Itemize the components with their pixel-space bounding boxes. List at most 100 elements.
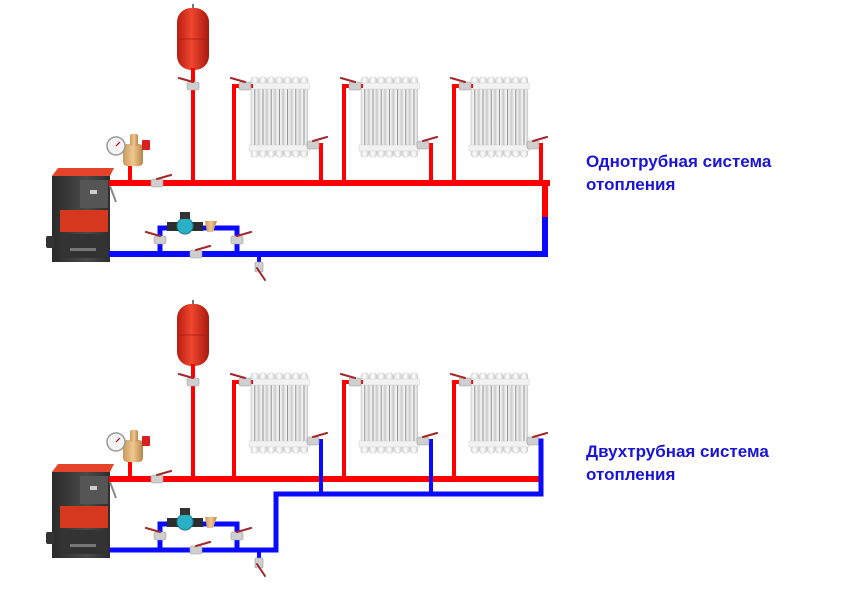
valve-handle [155, 469, 173, 477]
valve-body [189, 545, 203, 555]
expansion-tank-icon [177, 300, 209, 366]
radiator-top-manifold [358, 378, 420, 386]
valve-handle [177, 372, 195, 380]
two-pipe-caption-line1: Двухтрубная система [586, 442, 769, 461]
boiler-grille [70, 248, 96, 251]
bypass-valve-right-icon [230, 526, 253, 541]
safety-group-icon [106, 430, 150, 462]
bypass-valve-right-icon [230, 230, 253, 245]
valve-handle [229, 372, 247, 380]
boiler-ash-door [60, 530, 108, 554]
radiator-bottom-manifold [468, 144, 530, 152]
air-vent [130, 134, 138, 146]
radiator-inlet-valve-icon [229, 372, 252, 387]
pump-body [176, 513, 194, 531]
radiator-1 [248, 372, 310, 454]
valve-body [153, 531, 167, 541]
radiator-outlet-valve-icon [526, 431, 549, 446]
boiler-top [52, 464, 114, 472]
pump-motor [180, 212, 190, 219]
valve-handle [229, 76, 247, 84]
radiator-bottom-manifold [358, 144, 420, 152]
valve-body [416, 140, 430, 150]
radiator-top-manifold [468, 82, 530, 90]
strainer-filter-icon [205, 221, 217, 232]
radiator-top-manifold [358, 82, 420, 90]
pump-motor [180, 508, 190, 515]
boiler-outlet [46, 236, 54, 248]
radiator-return-drop [307, 439, 323, 496]
return-main-pipe [109, 438, 544, 553]
circulation-pump-icon [167, 212, 217, 235]
radiator-1 [248, 76, 310, 158]
valve-body [458, 377, 472, 387]
valve-handle [311, 135, 329, 143]
boiler-icon [46, 168, 117, 262]
radiator-top-manifold [248, 82, 310, 90]
radiator-3 [468, 372, 530, 454]
valve-handle [531, 431, 549, 439]
one-pipe-caption-line2: отопления [586, 175, 676, 194]
circulation-pump-icon [167, 508, 217, 531]
valve-handle [235, 230, 253, 238]
valve-body [153, 235, 167, 245]
supply-main-valve-icon [150, 469, 173, 484]
radiator-bottom-manifold [248, 440, 310, 448]
valve-body [526, 140, 540, 150]
valve-body [186, 377, 200, 387]
radiator-bottom-manifold [358, 440, 420, 448]
valve-body [348, 81, 362, 91]
valve-body [458, 81, 472, 91]
valve-handle [421, 135, 439, 143]
tank-valve-icon [177, 76, 200, 91]
boiler-fire-window [60, 210, 108, 232]
radiator-outlet-valve-icon [416, 135, 439, 150]
radiator-top-manifold [468, 378, 530, 386]
valve-body [416, 436, 430, 446]
radiator-return-drop [417, 439, 433, 496]
one-pipe-caption: Однотрубная система отопления [586, 150, 771, 196]
boiler-grille [70, 544, 96, 547]
gauge-needle [115, 141, 121, 147]
radiator-top-manifold [248, 378, 310, 386]
radiator-outlet-valve-icon [306, 431, 329, 446]
radiator-supply-riser [232, 84, 253, 185]
valve-handle [449, 372, 467, 380]
radiator-supply-riser [452, 84, 473, 185]
valve-handle [144, 526, 162, 534]
return-main-pipe [109, 217, 548, 257]
supply-main-valve-icon [150, 173, 173, 188]
boiler-fire-window [60, 506, 108, 528]
valve-handle [421, 431, 439, 439]
radiator-outlet-valve-icon [526, 135, 549, 150]
two-pipe-system [46, 300, 549, 577]
boiler-logo [90, 190, 97, 194]
safety-group-body [123, 144, 143, 166]
boiler-handle [109, 185, 117, 203]
valve-body [230, 531, 244, 541]
valve-body [238, 81, 252, 91]
valve-handle [177, 76, 195, 84]
drain-valve-handle [256, 267, 266, 281]
radiator-inlet-valve-icon [339, 372, 362, 387]
radiator-2 [358, 372, 420, 454]
boiler-ash-door [60, 234, 108, 258]
valve-body [526, 436, 540, 446]
tank-valve-icon [177, 372, 200, 387]
boiler-logo [90, 486, 97, 490]
two-pipe-caption: Двухтрубная система отопления [586, 440, 769, 486]
valve-handle [339, 76, 357, 84]
air-vent [130, 430, 138, 442]
safety-valve-cap [142, 140, 150, 150]
radiator-supply-riser [342, 84, 363, 185]
safety-valve-cap [142, 436, 150, 446]
valve-body [189, 249, 203, 259]
radiator-return-drop [417, 143, 433, 185]
radiator-bottom-manifold [468, 440, 530, 448]
valve-body [230, 235, 244, 245]
radiator-supply-riser [342, 380, 363, 481]
valve-handle [194, 244, 212, 252]
radiator-return-drop [307, 143, 323, 185]
pump-body [176, 217, 194, 235]
